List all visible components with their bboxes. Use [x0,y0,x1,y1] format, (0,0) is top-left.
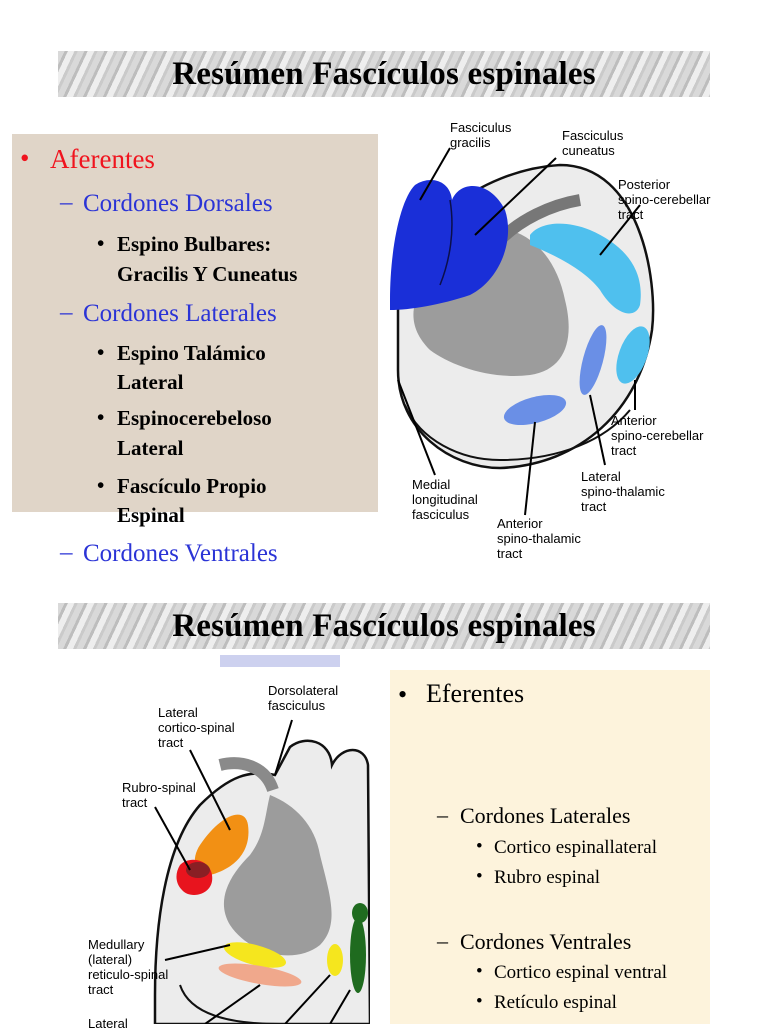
dash-icon: – [60,299,73,326]
item-espinal: Espinal [117,503,185,527]
bullet-icon: • [476,961,483,982]
item-espinocerebeloso: Espinocerebeloso [117,406,272,430]
item-fasciculo-propio: Fascículo Propio [117,474,267,498]
item-espino-talamico: Espino Talámico [117,341,266,365]
spinal-cord-descending-diagram [153,655,370,1024]
slide1-title-banner: Resúmen Fascículos espinales [58,51,710,97]
dash-icon: – [437,802,448,827]
bullet-icon: • [476,866,483,887]
heading-aferentes: Aferentes [50,144,155,174]
item-gracilis-cuneatus: Gracilis Y Cuneatus [117,262,298,286]
item-espinocerebeloso-lateral: Lateral [117,436,184,460]
item-cortico-espinallateral: Cortico espinallateral [494,837,658,858]
item-espino-bulbares: Espino Bulbares: [117,232,272,256]
bullet-icon: • [476,836,483,857]
bullet-icon: • [20,143,30,173]
slide2-title-banner: Resúmen Fascículos espinales [58,603,710,649]
dash-icon: – [60,189,73,216]
item-espino-talamico-lateral: Lateral [117,370,184,394]
sub-cordones-dorsales: Cordones Dorsales [83,190,273,217]
spinal-cord-ascending-diagram [390,147,655,516]
sub-cordones-ventrales: Cordones Ventrales [83,540,278,567]
dash-icon: – [60,539,73,566]
slide2-title: Resúmen Fascículos espinales [172,607,596,644]
bullet-icon: • [97,231,105,255]
bullet-icon: • [97,340,105,364]
heading-eferentes: Eferentes [426,679,525,708]
bullet-icon: • [398,680,408,709]
slide2-text-box [390,670,710,1024]
item-rubro-espinal: Rubro espinal [494,867,601,888]
bullet-icon: • [97,473,105,497]
bullet-icon: • [97,405,105,429]
slide1-title: Resúmen Fascículos espinales [172,55,596,92]
sub-cordones-ventrales: Cordones Ventrales [460,929,632,954]
item-reticulo-espinal: Retículo espinal [494,992,617,1013]
slide1-text-box [12,134,378,512]
sub-cordones-laterales: Cordones Laterales [460,803,631,828]
dash-icon: – [437,928,448,953]
sub-cordones-laterales: Cordones Laterales [83,300,277,327]
bullet-icon: • [476,991,483,1012]
item-cortico-espinal-ventral: Cortico espinal ventral [494,962,668,983]
